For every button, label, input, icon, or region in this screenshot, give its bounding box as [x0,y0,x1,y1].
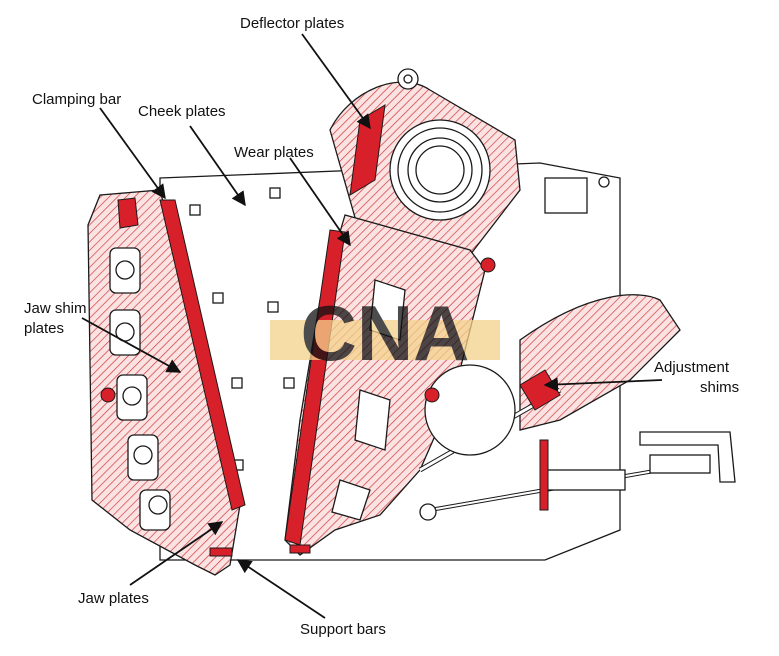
support-bar-left [209,547,233,557]
bolt-3 [100,387,116,403]
clamping-bar-shape [117,197,139,229]
label-cheek-plates: Cheek plates [138,103,226,120]
label-adjustment-line1: Adjustment [654,359,730,376]
fixed-jaw [87,189,241,576]
bolt-1 [480,257,496,273]
label-jaw-plates: Jaw plates [78,590,149,607]
label-wear-plates: Wear plates [234,144,314,161]
deflector-plate-shape [349,104,386,196]
watermark-text: CNA [301,289,470,377]
toggle-plate [539,439,549,511]
jaw-plate-shape [159,199,246,511]
label-deflector-plates: Deflector plates [240,15,344,32]
support-bar-right [289,544,311,554]
toggle-assembly [418,294,736,521]
label-support-bars: Support bars [300,621,386,638]
label-adjustment-line2: shims [700,379,739,396]
label-jaw-shim-line1: Jaw shim [24,300,87,317]
red-parts [100,104,561,557]
watermark-logo: CNA [270,289,500,377]
leader-lines [81,33,663,619]
bolt-2 [424,387,440,403]
label-clamping-bar: Clamping bar [32,91,121,108]
label-jaw-shim-line2: plates [24,320,64,337]
labels: Deflector plates Clamping bar Cheek plat… [24,15,739,638]
